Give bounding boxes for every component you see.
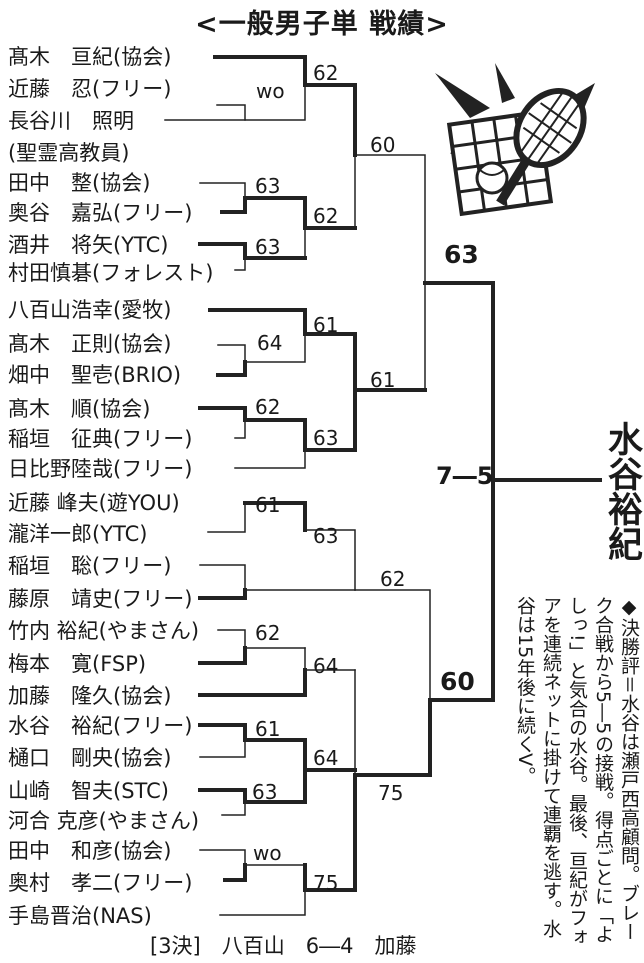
bracket-line xyxy=(353,698,432,777)
bracket-line xyxy=(199,182,246,199)
third-place-result: [3決] 八百山 6―4 加藤 xyxy=(150,934,417,958)
tennis-racket-ball-icon xyxy=(435,63,595,217)
match-score: 62 xyxy=(313,61,339,85)
bracket-line xyxy=(199,739,246,758)
bracket-line xyxy=(213,55,307,87)
player-name: 八百山浩幸(愛牧) xyxy=(8,298,172,322)
champion-name-text: 水谷裕紀 xyxy=(602,421,642,561)
player-name: 藤原 靖史(フリー) xyxy=(8,587,193,611)
player-name: 水谷 裕紀(フリー) xyxy=(8,714,193,738)
bracket-line xyxy=(234,419,246,439)
bracket-line xyxy=(208,308,307,336)
player-name: 近藤 峰夫(遊YOU) xyxy=(8,491,180,515)
bracket-line xyxy=(198,242,307,260)
match-score: 62 xyxy=(255,621,281,645)
player-name: 奥谷 嘉弘(フリー) xyxy=(8,201,193,225)
player-name: 河合 克彦(やまさん) xyxy=(8,809,200,833)
player-name: 日比野陸哉(フリー) xyxy=(8,457,193,481)
final-commentary: ◆決勝評＝水谷は瀬戸西高顧問。ブレーク合戦から5―5の接戦。得点ごとに「よしっ!… xyxy=(514,596,640,946)
player-name: 髙木 亘紀(協会) xyxy=(8,45,172,69)
player-name: 手島晋治(NAS) xyxy=(8,904,152,928)
match-score: 64 xyxy=(313,654,339,678)
player-name: 稲垣 聡(フリー) xyxy=(8,554,172,578)
bracket-line xyxy=(199,849,306,866)
match-score: 75 xyxy=(313,871,339,895)
match-score: 63 xyxy=(255,235,281,259)
bracket-line xyxy=(303,773,357,892)
player-name: 田中 和彦(協会) xyxy=(8,839,172,863)
champion-name: 水谷裕紀 xyxy=(601,416,643,566)
bracket-line xyxy=(198,406,307,422)
page-title: <一般男子単 戦績> xyxy=(195,9,449,40)
match-score: 60 xyxy=(440,667,475,696)
bracket-line xyxy=(221,801,246,816)
player-name: 梅本 寛(FSP) xyxy=(8,652,147,676)
match-score: 60 xyxy=(370,133,396,157)
bracket-line xyxy=(198,646,247,665)
player-name: 近藤 忍(フリー) xyxy=(8,77,172,101)
player-name: 樋口 剛央(協会) xyxy=(8,746,172,770)
bracket-line xyxy=(223,863,247,882)
match-score: 61 xyxy=(313,313,339,337)
bracket-line xyxy=(207,502,246,533)
match-score: 63 xyxy=(444,240,479,269)
player-name: 加藤 隆久(協会) xyxy=(8,684,172,708)
player-name: 竹内 裕紀(やまさん) xyxy=(8,619,200,643)
bracket-line xyxy=(428,478,495,702)
match-score: 63 xyxy=(255,174,281,198)
bracket-line xyxy=(198,588,247,600)
player-name: 髙木 正則(協会) xyxy=(8,332,172,356)
player-name: 髙木 順(協会) xyxy=(8,397,151,421)
match-score: 63 xyxy=(252,780,278,804)
match-score: 62 xyxy=(255,395,281,419)
player-name: 田中 整(協会) xyxy=(8,171,151,195)
bracket-line xyxy=(198,788,307,804)
player-name: 畑中 聖壱(BRIO) xyxy=(8,363,182,387)
bracket-line xyxy=(198,668,307,697)
player-name: 長谷川 照明 xyxy=(8,109,134,133)
match-score: 61 xyxy=(370,368,396,392)
match-score: wo xyxy=(253,841,282,865)
bracket-line xyxy=(303,332,427,392)
player-name: 稲垣 征典(フリー) xyxy=(8,427,193,451)
player-name: 瀧洋一郎(YTC) xyxy=(8,522,148,546)
bracket-line xyxy=(219,889,306,916)
player-name: 村田慎碁(フォレスト) xyxy=(8,261,214,285)
match-score: 75 xyxy=(378,781,404,805)
player-affiliation: (聖霊高教員) xyxy=(8,141,130,165)
match-score: 61 xyxy=(255,717,281,741)
match-score: 64 xyxy=(257,331,283,355)
bracket-line xyxy=(243,501,307,532)
bracket-line xyxy=(234,257,246,271)
match-score: 63 xyxy=(313,524,339,548)
match-score: wo xyxy=(256,79,285,103)
bracket-line xyxy=(304,529,356,591)
bracket-line xyxy=(234,449,306,469)
bracket-line xyxy=(220,196,307,214)
bracket-line xyxy=(354,589,431,701)
match-score: 62 xyxy=(380,567,406,591)
bracket-line xyxy=(216,360,247,377)
player-name: 山崎 智夫(STC) xyxy=(8,779,169,803)
player-name: 奥村 孝二(フリー) xyxy=(8,871,193,895)
match-score: 61 xyxy=(255,493,281,517)
bracket-line xyxy=(354,154,426,284)
bracket-line xyxy=(303,388,357,452)
match-score: 64 xyxy=(313,746,339,770)
bracket-line xyxy=(423,281,495,482)
bracket-line xyxy=(199,564,356,591)
match-score: 63 xyxy=(313,426,339,450)
bracket-line xyxy=(303,83,357,157)
final-score: 7―5 xyxy=(436,462,494,490)
player-name: 酒井 将矢(YTC) xyxy=(8,233,169,257)
match-score: 62 xyxy=(313,204,339,228)
bracket-line xyxy=(217,629,306,649)
bracket-line xyxy=(198,723,307,742)
